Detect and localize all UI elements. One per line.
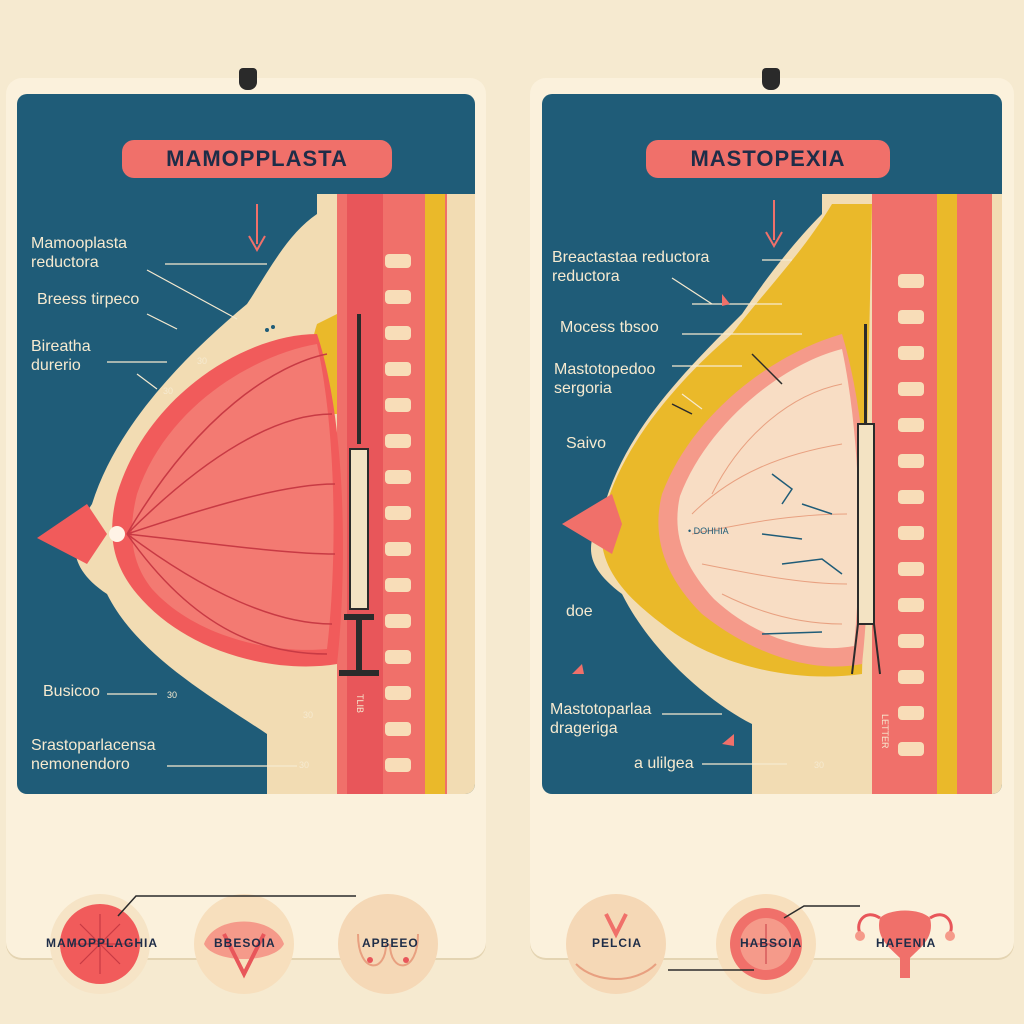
left-marker-3: 30 [167,690,178,700]
left-label-1: Mamooplasta reductora [31,235,128,271]
left-bottom-label-3: APBEEO [362,936,419,950]
left-label-4: Busicoo [43,683,100,700]
right-label-4: Saivo [566,435,607,452]
left-marker-2: 30 [163,386,174,396]
right-label-6: Mastotoparlaa drageriga [550,701,652,737]
right-marker-1: 30 [814,760,825,770]
right-thumb-1 [566,894,666,994]
left-thumb-3 [338,894,438,994]
right-thumb-2 [716,894,816,994]
left-label-2: Breess tirpeco [37,291,140,308]
left-title: MAMOPPLASTA [122,140,392,178]
right-label-7: a ulilgea [634,755,694,772]
uterus-icon [850,898,960,988]
left-breast-illustration [37,194,475,794]
left-thumb-2 [194,894,294,994]
right-card: MASTOPEXIA [530,68,1014,994]
left-label-5: Srastoparlacensa nemonendoro [31,737,156,773]
right-breast-illustration [562,194,1002,794]
pin-icon [762,68,780,90]
left-connector-line [117,895,356,917]
left-bottom-label-2: BBESOIA [214,936,276,950]
left-marker-1: 30 [197,356,208,366]
pin-icon [239,68,257,90]
left-label-3: Bireatha durerio [31,338,91,374]
right-bottom-label-2: HABSOIA [740,936,803,950]
right-label-3: Mastotopedoo sergoria [554,361,656,397]
right-label-5: doe [566,603,593,620]
left-wall-text: TLIB [355,694,365,714]
left-bottom-label-1: MAMOPPLAGHIA [46,936,158,950]
left-marker-5: 30 [299,760,310,770]
right-label-1: Breactastaa reductora reductora [552,249,710,285]
right-bottom-label-1: PELCIA [592,936,643,950]
right-connector-line [668,905,860,971]
right-title: MASTOPEXIA [646,140,890,178]
left-diagram-panel: MAMOPPLASTA [17,94,475,794]
right-label-2: Mocess tbsoo [560,319,659,336]
left-marker-4: 30 [303,710,314,720]
right-inner-text: • DOHHIA [688,526,729,536]
left-thumb-1 [50,894,150,994]
left-card: MAMOPPLASTA [6,68,486,994]
right-wall-text: LETTER [880,714,890,749]
right-diagram-panel: MASTOPEXIA [542,94,1002,794]
right-bottom-label-3: HAFENIA [876,936,937,950]
